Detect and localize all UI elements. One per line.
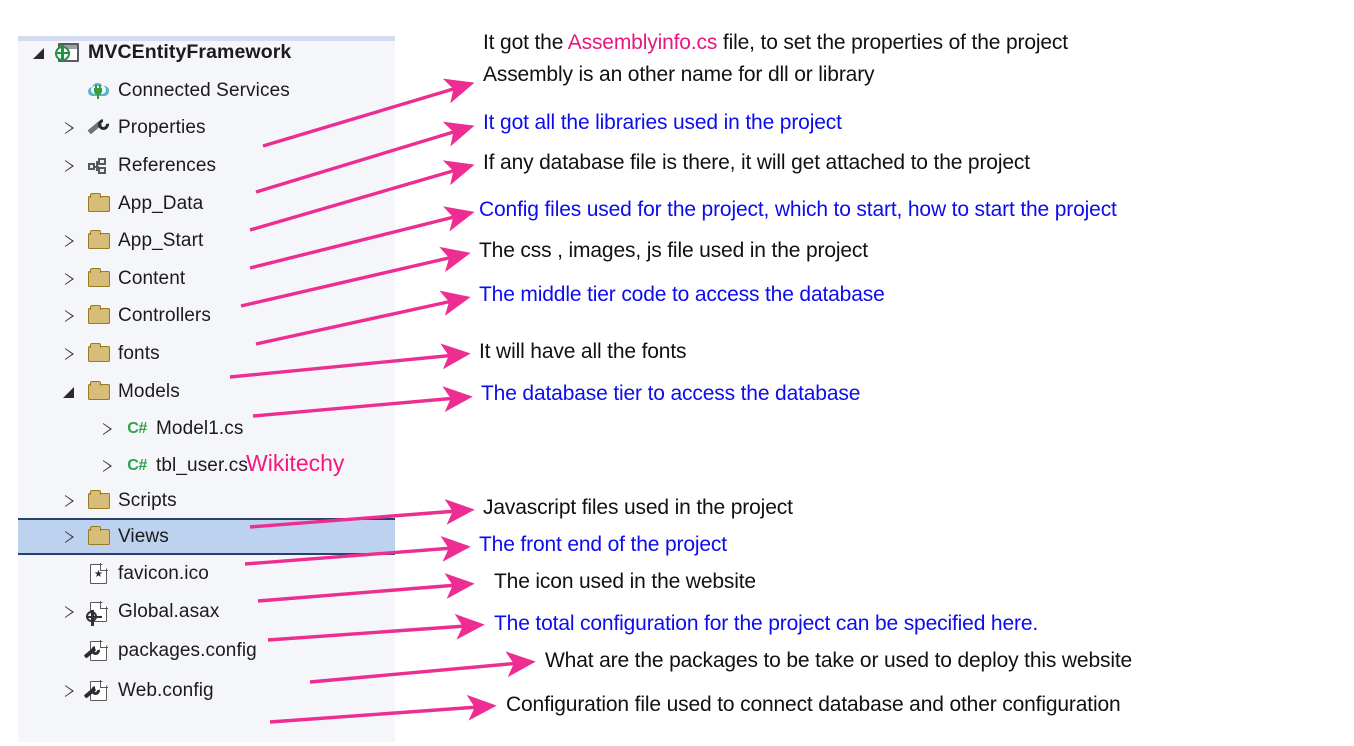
annotation-scripts: Javascript files used in the project — [483, 496, 793, 519]
tree-item-label: Views — [118, 525, 169, 547]
tree-item-label: Connected Services — [118, 79, 290, 101]
chevron-right-icon[interactable] — [62, 684, 76, 698]
tree-item-label: tbl_user.cs — [156, 454, 248, 476]
asax-file-icon — [85, 600, 112, 626]
folder-icon — [86, 229, 112, 252]
tree-item-label: Global.asax — [118, 600, 220, 622]
annotation-global-asax: The total configuration for the project … — [494, 612, 1039, 635]
tree-item-properties[interactable]: Properties — [18, 109, 395, 146]
cloud-plug-icon — [86, 80, 112, 102]
tree-item-label: Content — [118, 267, 186, 289]
tree-item-favicon-ico[interactable]: ★ favicon.ico — [18, 555, 395, 592]
tree-item-label: App_Start — [118, 229, 204, 251]
chevron-right-icon[interactable] — [62, 121, 76, 135]
tree-item-tbl-user-cs[interactable]: C# tbl_user.cs — [18, 447, 395, 484]
wikitechy-watermark: Wikitechy — [246, 450, 345, 476]
tree-item-label: packages.config — [118, 639, 257, 661]
tree-item-app-data[interactable]: App_Data — [18, 185, 395, 222]
expander-spacer — [62, 197, 76, 211]
annotation-highlight-assemblyinfo: Assemblyinfo.cs — [567, 31, 718, 54]
tree-item-label: Models — [118, 380, 180, 402]
tree-item-label: Controllers — [118, 304, 211, 326]
annotation-controllers: The middle tier code to access the datab… — [479, 283, 885, 306]
annotation-fonts: It will have all the fonts — [479, 340, 687, 363]
tree-item-label: Properties — [118, 116, 206, 138]
folder-icon — [86, 380, 112, 403]
annotation-text-post: file, to set the properties of the proje… — [717, 31, 1068, 54]
folder-icon — [86, 489, 112, 512]
folder-icon — [86, 267, 112, 290]
web-project-icon — [54, 42, 82, 64]
annotation-favicon: The icon used in the website — [494, 570, 756, 593]
annotation-models: The database tier to access the database — [481, 382, 861, 405]
tree-item-connected-services[interactable]: Connected Services — [18, 72, 395, 109]
annotation-references: It got all the libraries used in the pro… — [483, 111, 842, 134]
tree-item-label: References — [118, 154, 217, 176]
annotation-content: The css , images, js file used in the pr… — [479, 239, 868, 262]
tree-item-label: Scripts — [118, 489, 177, 511]
chevron-right-icon[interactable] — [62, 530, 76, 544]
tree-item-label: fonts — [118, 342, 160, 364]
tree-item-label: App_Data — [118, 192, 204, 214]
config-file-icon — [83, 639, 112, 662]
chevron-right-icon[interactable] — [62, 494, 76, 508]
tree-item-model1-cs[interactable]: C# Model1.cs — [18, 410, 395, 447]
folder-icon — [86, 192, 112, 215]
chevron-right-icon[interactable] — [100, 422, 114, 436]
chevron-right-icon[interactable] — [62, 605, 76, 619]
tree-item-label: MVCEntityFramework — [88, 41, 292, 63]
folder-icon — [86, 342, 112, 365]
chevron-right-icon[interactable] — [100, 459, 114, 473]
annotation-app-start: Config files used for the project, which… — [479, 198, 1117, 221]
tree-item-label: Model1.cs — [156, 417, 244, 439]
chevron-right-icon[interactable] — [62, 309, 76, 323]
tree-item-models[interactable]: Models — [18, 373, 395, 410]
annotation-text-pre: It got the — [483, 31, 568, 54]
annotation-web-config: Configuration file used to connect datab… — [506, 693, 1121, 716]
tree-item-global-asax[interactable]: Global.asax — [18, 593, 395, 630]
tree-item-views[interactable]: Views — [18, 518, 395, 555]
tree-item-packages-config[interactable]: packages.config — [18, 632, 395, 669]
chevron-down-icon[interactable] — [62, 385, 76, 399]
tree-item-scripts[interactable]: Scripts — [18, 482, 395, 519]
tree-item-controllers[interactable]: Controllers — [18, 297, 395, 334]
references-icon — [86, 155, 112, 177]
tree-item-references[interactable]: References — [18, 147, 395, 184]
annotation-views: The front end of the project — [479, 533, 727, 556]
wrench-icon — [86, 116, 112, 139]
expander-spacer — [62, 84, 76, 98]
tree-item-content[interactable]: Content — [18, 260, 395, 297]
csharp-icon: C# — [127, 456, 147, 474]
tree-item-label: favicon.ico — [118, 562, 209, 584]
annotation-properties-line1: It got the Assemblyinfo.cs file, to set … — [483, 31, 1068, 55]
tree-item-fonts[interactable]: fonts — [18, 335, 395, 372]
chevron-right-icon[interactable] — [62, 234, 76, 248]
config-file-icon — [83, 679, 112, 702]
csharp-icon: C# — [127, 419, 147, 437]
chevron-right-icon[interactable] — [62, 347, 76, 361]
annotation-packages-config: What are the packages to be take or used… — [545, 649, 1133, 672]
tree-item-mvcentityframework[interactable]: MVCEntityFramework — [18, 34, 395, 71]
panel-top-bar — [18, 36, 395, 41]
folder-icon — [86, 304, 112, 327]
tree-item-web-config[interactable]: Web.config — [18, 672, 395, 709]
expander-spacer — [62, 644, 76, 658]
chevron-right-icon[interactable] — [62, 272, 76, 286]
chevron-down-icon[interactable] — [32, 46, 46, 60]
folder-icon — [86, 525, 112, 548]
chevron-right-icon[interactable] — [62, 159, 76, 173]
annotation-properties-line2: Assembly is an other name for dll or lib… — [483, 63, 875, 86]
icon-file-icon: ★ — [86, 562, 112, 585]
annotation-app-data: If any database file is there, it will g… — [483, 151, 1030, 174]
tree-item-app-start[interactable]: App_Start — [18, 222, 395, 259]
tree-item-label: Web.config — [118, 679, 214, 701]
expander-spacer — [62, 567, 76, 581]
